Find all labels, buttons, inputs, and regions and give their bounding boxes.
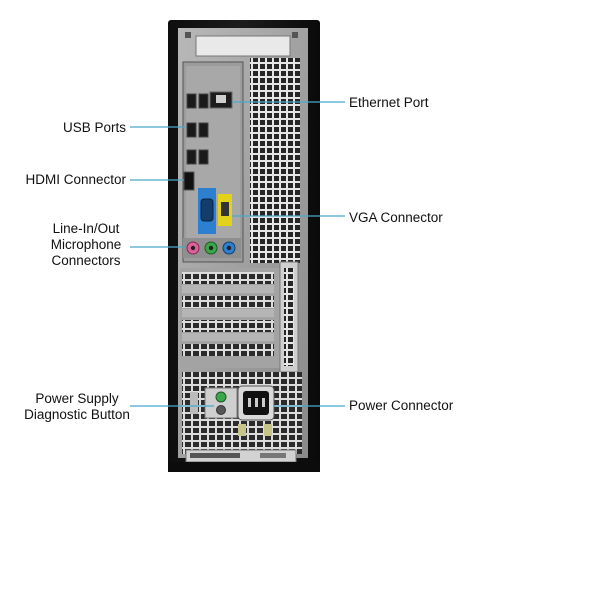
vga-port-shape (201, 199, 213, 221)
label-audio-line1: Line-In/Out (36, 221, 136, 237)
top-handle (196, 36, 290, 56)
label-ethernet-port: Ethernet Port (349, 95, 429, 111)
label-audio-line2: Microphone (36, 237, 136, 253)
diagnostic-button-shape (216, 392, 226, 402)
label-power-supply-diagnostic: Power Supply Diagnostic Button (4, 391, 150, 423)
label-vga-text: VGA Connector (349, 210, 443, 226)
label-audio-connectors: Line-In/Out Microphone Connectors (36, 221, 136, 269)
label-ethernet-text: Ethernet Port (349, 95, 429, 111)
label-psu-line2: Diagnostic Button (4, 407, 150, 423)
label-audio-line3: Connectors (36, 253, 136, 269)
label-power-connector: Power Connector (349, 398, 453, 414)
label-usb-ports: USB Ports (0, 120, 126, 136)
hdmi-port-shape (184, 172, 194, 190)
label-hdmi-connector: HDMI Connector (0, 172, 126, 188)
label-vga-connector: VGA Connector (349, 210, 443, 226)
side-vent (250, 58, 300, 263)
label-usb-ports-text: USB Ports (0, 120, 126, 136)
label-hdmi-text: HDMI Connector (0, 172, 126, 188)
label-power-text: Power Connector (349, 398, 453, 414)
label-psu-line1: Power Supply (4, 391, 150, 407)
